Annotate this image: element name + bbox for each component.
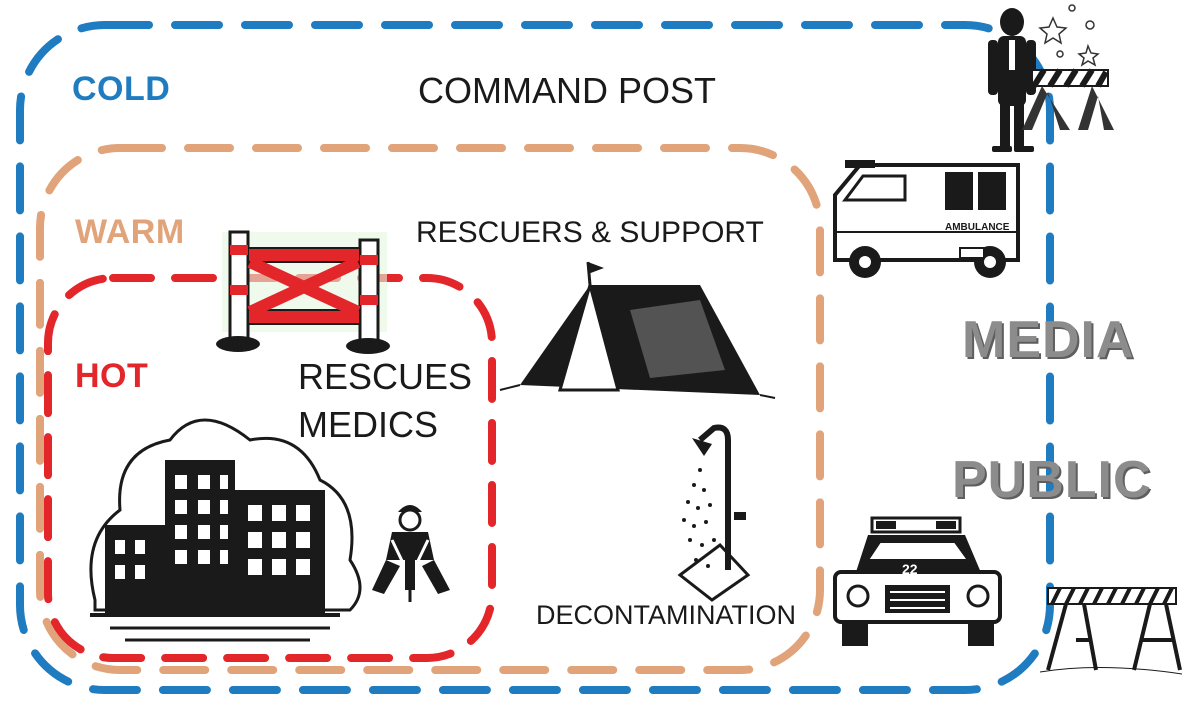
worker-icon [372, 505, 450, 602]
cold-zone-label: COLD [72, 70, 171, 108]
hot-zone-label: HOT [75, 357, 149, 395]
rescuers-support-label: RESCUERS & SUPPORT [416, 216, 764, 249]
ambulance-icon: AMBULANCE [833, 160, 1020, 278]
medics-label: MEDICS [298, 404, 439, 445]
warm-zone-label: WARM [75, 213, 185, 251]
tent-icon [499, 261, 776, 399]
sawhorse-icon [1039, 587, 1182, 675]
ambulance-text: AMBULANCE [945, 222, 1010, 233]
shower-icon [677, 424, 751, 602]
building-icon [89, 418, 362, 642]
media-label: MEDIA [962, 311, 1135, 369]
public-label: PUBLIC [952, 451, 1152, 509]
barricade-icon [1022, 68, 1114, 130]
star-icon [1038, 4, 1100, 67]
decontamination-label: DECONTAMINATION [536, 600, 796, 630]
command-post-label: COMMAND POST [418, 70, 717, 111]
cold-zone-boundary [16, 21, 1054, 694]
police-car-icon: 22 [833, 516, 1002, 646]
police-car-number: 22 [902, 561, 918, 577]
fence-barrier-icon [216, 230, 390, 354]
person-icon [988, 8, 1036, 152]
rescues-label: RESCUES [298, 356, 473, 397]
